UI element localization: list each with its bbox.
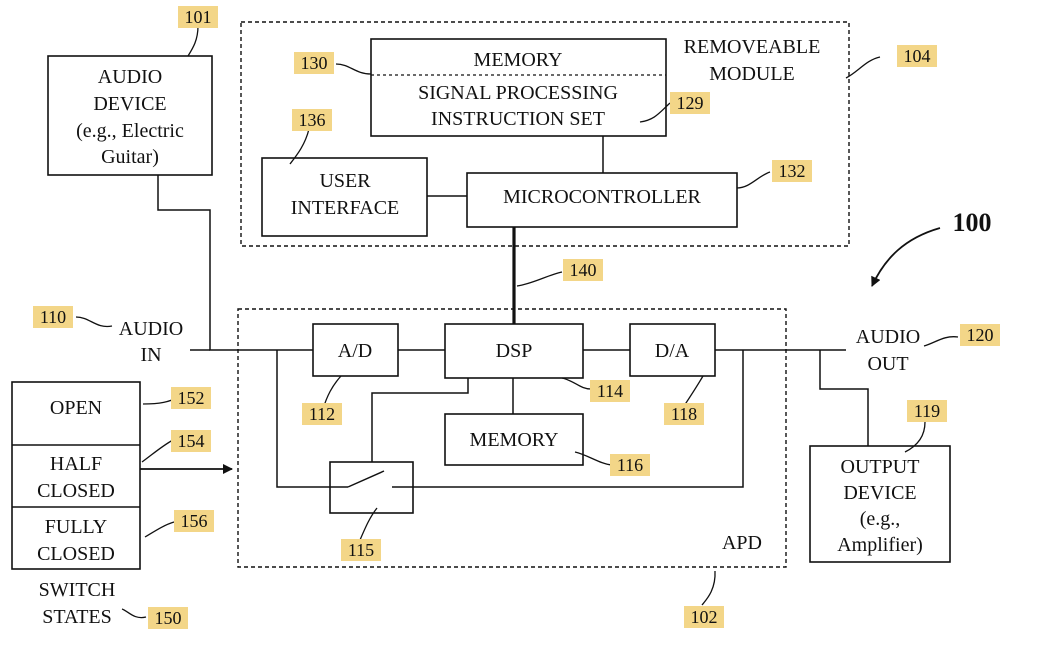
dsp-label: DSP [496, 340, 533, 362]
ref-154: 154 [171, 430, 211, 452]
user-interface-line-1: USER [319, 170, 371, 192]
audio-device-block: AUDIO DEVICE (e.g., Electric Guitar) [47, 55, 213, 176]
switch-block [329, 461, 414, 514]
audio-in-line-2: IN [140, 344, 161, 366]
svg-text:119: 119 [914, 401, 940, 421]
output-device-block: OUTPUT DEVICE (e.g., Amplifier) [809, 445, 951, 563]
ad-converter-block: A/D [312, 323, 399, 377]
ref-110: 110 [33, 306, 73, 328]
ref-104: 104 [897, 45, 937, 67]
svg-text:152: 152 [178, 388, 205, 408]
svg-text:118: 118 [671, 404, 697, 424]
user-interface-block: USER INTERFACE [261, 157, 428, 237]
leader-lines [75, 25, 959, 619]
ref-101: 101 [178, 6, 218, 28]
ref-150: 150 [148, 607, 188, 629]
apd-memory-block: MEMORY [444, 413, 584, 466]
audio-device-line-2: DEVICE [93, 93, 166, 115]
svg-text:116: 116 [617, 455, 643, 475]
ref-130: 130 [294, 52, 334, 74]
apd-boundary [237, 308, 787, 568]
svg-text:101: 101 [185, 7, 212, 27]
audio-out-line-1: AUDIO [856, 326, 920, 348]
svg-text:110: 110 [40, 307, 66, 327]
state-half-line-1: HALF [50, 453, 102, 475]
switch-states-line-2: STATES [42, 606, 112, 628]
state-open-label: OPEN [50, 397, 102, 419]
svg-text:102: 102 [691, 607, 718, 627]
ref-115: 115 [341, 539, 381, 561]
signal-processing-line-2: INSTRUCTION SET [431, 108, 605, 130]
apd-label: APD [722, 532, 762, 554]
wiring [157, 136, 869, 488]
ref-112: 112 [302, 403, 342, 425]
da-label: D/A [655, 340, 690, 362]
module-memory-block: MEMORY SIGNAL PROCESSING INSTRUCTION SET [370, 38, 667, 137]
ref-132: 132 [772, 160, 812, 182]
svg-text:104: 104 [904, 46, 931, 66]
state-fully-line-2: CLOSED [37, 543, 115, 565]
output-device-line-2: DEVICE [843, 482, 916, 504]
microcontroller-label: MICROCONTROLLER [503, 186, 701, 208]
svg-text:130: 130 [301, 53, 328, 73]
removeable-module-boundary [240, 21, 850, 247]
figure-pointer-arrow [871, 227, 941, 287]
svg-text:129: 129 [677, 93, 704, 113]
removeable-line-1: REMOVEABLE [684, 36, 821, 58]
svg-text:112: 112 [309, 404, 335, 424]
ref-119: 119 [907, 400, 947, 422]
state-fully-line-1: FULLY [45, 516, 107, 538]
ref-129: 129 [670, 92, 710, 114]
svg-text:156: 156 [181, 511, 208, 531]
audio-device-line-4: Guitar) [101, 146, 159, 168]
output-device-line-1: OUTPUT [841, 456, 920, 478]
svg-text:132: 132 [779, 161, 806, 181]
output-device-line-4: Amplifier) [837, 534, 923, 556]
microcontroller-block: MICROCONTROLLER [466, 172, 738, 228]
svg-text:140: 140 [570, 260, 597, 280]
figure-number: 100 [953, 208, 992, 237]
svg-text:136: 136 [299, 110, 326, 130]
ref-136: 136 [292, 109, 332, 131]
ref-118: 118 [664, 403, 704, 425]
ref-152: 152 [171, 387, 211, 409]
audio-out-line-2: OUT [867, 353, 908, 375]
user-interface-line-2: INTERFACE [291, 197, 400, 219]
ref-114: 114 [590, 380, 630, 402]
ref-140: 140 [563, 259, 603, 281]
audio-device-line-1: AUDIO [98, 66, 162, 88]
svg-text:115: 115 [348, 540, 374, 560]
svg-text:120: 120 [967, 325, 994, 345]
ref-156: 156 [174, 510, 214, 532]
switch-states-stack: OPEN HALF CLOSED FULLY CLOSED [11, 381, 141, 570]
output-device-line-3: (e.g., [860, 508, 901, 530]
removeable-line-2: MODULE [709, 63, 795, 85]
audio-in-line-1: AUDIO [119, 318, 183, 340]
ref-120: 120 [960, 324, 1000, 346]
switch-states-line-1: SWITCH [39, 579, 116, 601]
audio-device-line-3: (e.g., Electric [76, 120, 184, 142]
dsp-block: DSP [444, 323, 584, 379]
signal-processing-line-1: SIGNAL PROCESSING [418, 82, 618, 104]
ref-102: 102 [684, 606, 724, 628]
apd-memory-label: MEMORY [470, 429, 559, 451]
ad-label: A/D [338, 340, 372, 362]
svg-text:154: 154 [178, 431, 205, 451]
svg-text:150: 150 [155, 608, 182, 628]
da-converter-block: D/A [629, 323, 716, 377]
ref-116: 116 [610, 454, 650, 476]
svg-text:114: 114 [597, 381, 623, 401]
module-memory-label: MEMORY [474, 49, 563, 71]
state-half-line-2: CLOSED [37, 480, 115, 502]
